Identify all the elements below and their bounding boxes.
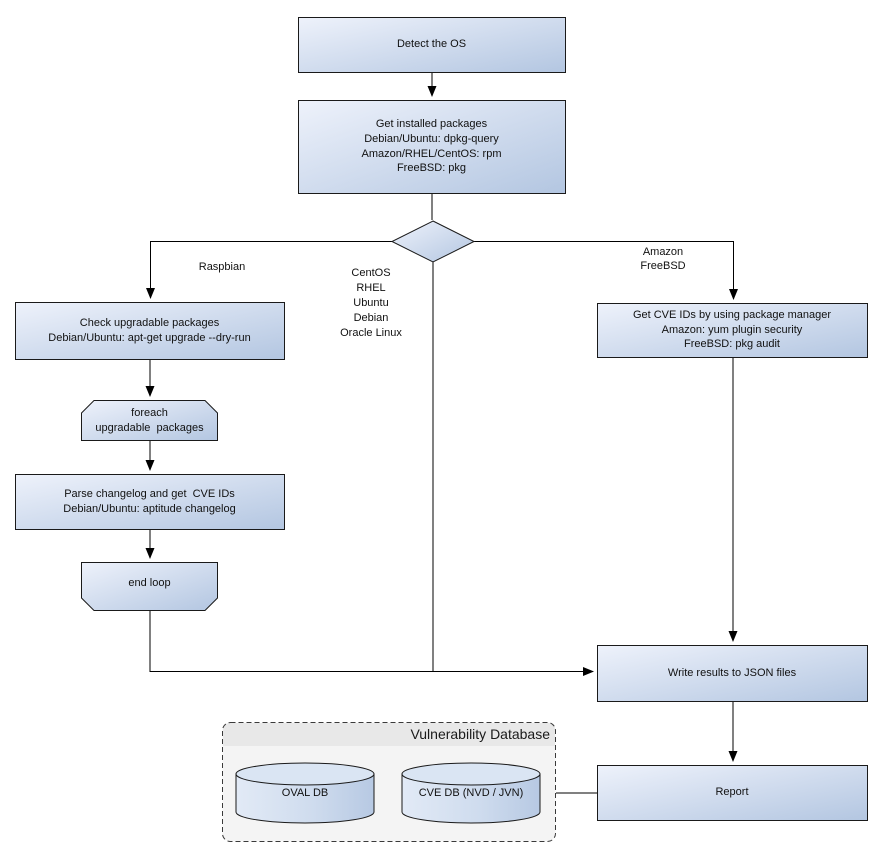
- vulnerability-database-border: [222, 722, 556, 842]
- oval-db-cylinder-top: [235, 762, 375, 786]
- edge-decision-to-check: [146, 241, 392, 299]
- parse-changelog-box: [15, 474, 285, 530]
- check-upgradable-box: [15, 302, 285, 360]
- edge-endloop-to-write: [149, 611, 594, 676]
- cve-db-cylinder-top: [401, 762, 541, 786]
- connectors: [145, 72, 738, 794]
- write-results-box: [597, 645, 868, 702]
- get-installed-packages-box: [298, 100, 566, 194]
- edge-decision-to-getcve: [474, 241, 738, 300]
- report-box: [597, 765, 868, 821]
- get-cve-ids-box: [597, 303, 868, 358]
- cve-db-cylinder: [401, 774, 541, 824]
- vulnerability-database-title-band: [223, 723, 555, 746]
- os-decision-diamond: [390, 220, 476, 263]
- foreach-loop-shape: [81, 400, 218, 441]
- end-loop-shape: [81, 562, 218, 611]
- detect-os-box: [298, 17, 566, 73]
- oval-db-cylinder: [235, 774, 375, 824]
